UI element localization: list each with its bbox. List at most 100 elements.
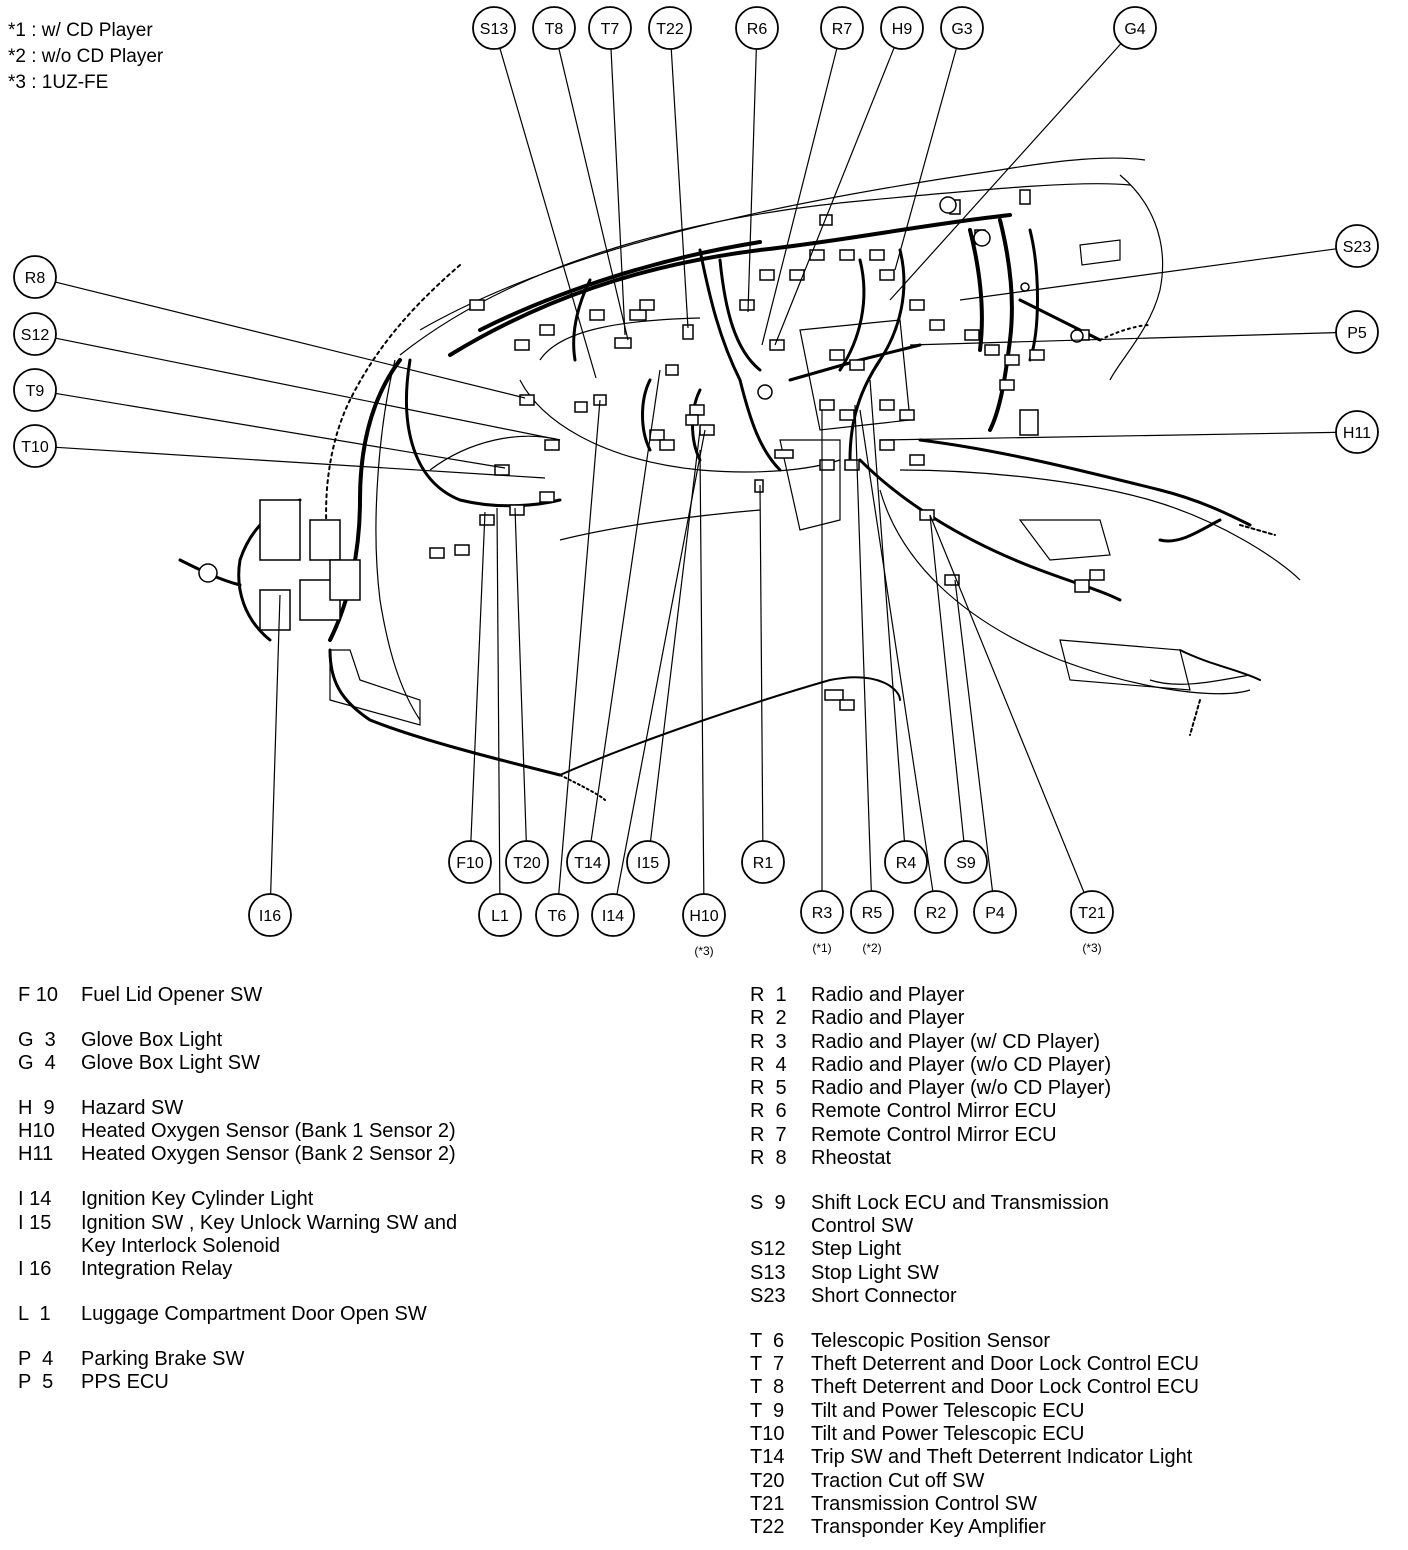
callout-circle — [13, 255, 57, 299]
callout-label: P5 — [1347, 325, 1367, 342]
legend-code: R 3 — [750, 1030, 787, 1053]
callout-circle — [472, 6, 516, 50]
leader-i15 — [649, 429, 701, 842]
callout-r2: R2 — [914, 890, 958, 934]
callout-s23: S23 — [1335, 224, 1379, 268]
callout-circle — [532, 6, 576, 50]
leader-g3 — [894, 48, 957, 271]
leader-h11 — [879, 431, 1337, 441]
callout-circle — [1113, 6, 1157, 50]
callout-r4: R4 — [884, 840, 928, 884]
leader-r5 — [854, 404, 872, 892]
callout-label: R4 — [896, 855, 917, 872]
callout-s9: S9 — [944, 840, 988, 884]
legend-description: Step Light — [811, 1238, 902, 1261]
callout-label: T20 — [513, 855, 541, 872]
callout-label: T22 — [656, 21, 684, 38]
callout-circle — [735, 6, 779, 50]
leader-r6 — [747, 48, 757, 313]
callout-footnote: (*3) — [694, 944, 713, 958]
callout-circle — [973, 890, 1017, 934]
callout-label: G3 — [951, 21, 972, 38]
legend-description: Control SW — [811, 1215, 914, 1238]
dashboard-outline — [329, 157, 1301, 726]
leader-r2 — [859, 409, 934, 892]
legend-code: H 9 — [18, 1096, 55, 1119]
callout-label: R3 — [812, 905, 833, 922]
legend-description: Theft Deterrent and Door Lock Control EC… — [811, 1353, 1199, 1376]
callout-label: R7 — [832, 21, 853, 38]
callout-circle — [884, 840, 928, 884]
legend-description: Fuel Lid Opener SW — [81, 984, 263, 1006]
legend-code: T14 — [750, 1446, 785, 1469]
legend-description: PPS ECU — [81, 1371, 169, 1394]
legend-description: Luggage Compartment Door Open SW — [81, 1302, 427, 1325]
legend-description: Integration Relay — [81, 1258, 233, 1281]
callout-label: T7 — [601, 21, 620, 38]
legend-code: S23 — [750, 1285, 786, 1308]
callout-label: R8 — [25, 270, 46, 287]
leader-f10 — [470, 511, 486, 842]
legend-code: I 15 — [18, 1211, 52, 1234]
connector-blocks — [198, 189, 1105, 711]
callout-t20: T20 — [505, 840, 549, 884]
callout-label: I16 — [259, 908, 281, 925]
callout-circle — [741, 840, 785, 884]
callout-circle — [448, 840, 492, 884]
legend-code: R 1 — [750, 984, 787, 1006]
legend-description: Theft Deterrent and Door Lock Control EC… — [811, 1376, 1199, 1399]
callout-h11: H11 — [1335, 410, 1379, 454]
note-3: *3 : 1UZ-FE — [8, 72, 109, 93]
legend-description: Ignition Key Cylinder Light — [81, 1188, 314, 1211]
legend-description: Shift Lock ECU and Transmission — [811, 1191, 1109, 1214]
callout-r3: R3(*1) — [800, 890, 844, 955]
legend-code: G 4 — [18, 1052, 56, 1075]
legend-description: Trip SW and Theft Deterrent Indicator Li… — [811, 1446, 1193, 1469]
leader-g4 — [889, 43, 1122, 301]
callout-i14: I14 — [591, 893, 635, 937]
leader-s13 — [499, 47, 597, 379]
callout-label: S13 — [480, 21, 509, 38]
callout-f10: F10 — [448, 840, 492, 884]
legend-code: G 3 — [18, 1028, 56, 1051]
callout-label: P4 — [985, 905, 1005, 922]
leader-s23 — [959, 248, 1337, 301]
legend-code: T 7 — [750, 1353, 785, 1376]
legend-code: T10 — [750, 1423, 785, 1446]
callout-label: H10 — [689, 908, 718, 925]
legend-code: T 6 — [750, 1329, 785, 1352]
callout-footnote: (*2) — [862, 941, 881, 955]
callout-t7: T7 — [588, 6, 632, 50]
callout-circle — [505, 840, 549, 884]
leader-t7 — [610, 48, 626, 336]
callout-t6: T6 — [535, 893, 579, 937]
legend-description: Traction Cut off SW — [811, 1469, 985, 1492]
legend-code: T 9 — [750, 1399, 785, 1422]
leader-t6 — [558, 399, 601, 895]
note-2: *2 : w/o CD Player — [8, 46, 164, 67]
callout-circle — [248, 893, 292, 937]
callout-label: T6 — [548, 908, 567, 925]
callout-t9: T9 — [13, 368, 57, 412]
callout-label: T21 — [1078, 905, 1106, 922]
leader-r7 — [761, 48, 838, 346]
callout-g4: G4 — [1113, 6, 1157, 50]
leader-lines — [55, 43, 1337, 895]
legend-description: Short Connector — [811, 1285, 957, 1308]
callout-circle — [13, 368, 57, 412]
legend-code: L 1 — [18, 1302, 51, 1325]
leader-t8 — [558, 48, 629, 341]
callout-label: S23 — [1343, 239, 1372, 256]
callout-label: R5 — [862, 905, 883, 922]
callout-label: H9 — [892, 21, 913, 38]
leader-t21 — [929, 514, 1085, 893]
callout-l1: L1 — [478, 893, 522, 937]
legend-description: Remote Control Mirror ECU — [811, 1123, 1057, 1146]
callout-r6: R6 — [735, 6, 779, 50]
leader-h9 — [774, 47, 895, 346]
callout-t8: T8 — [532, 6, 576, 50]
callout-label: R6 — [747, 21, 768, 38]
callout-p4: P4 — [973, 890, 1017, 934]
callout-circle — [1335, 310, 1379, 354]
legend-description: Key Interlock Solenoid — [81, 1234, 281, 1257]
